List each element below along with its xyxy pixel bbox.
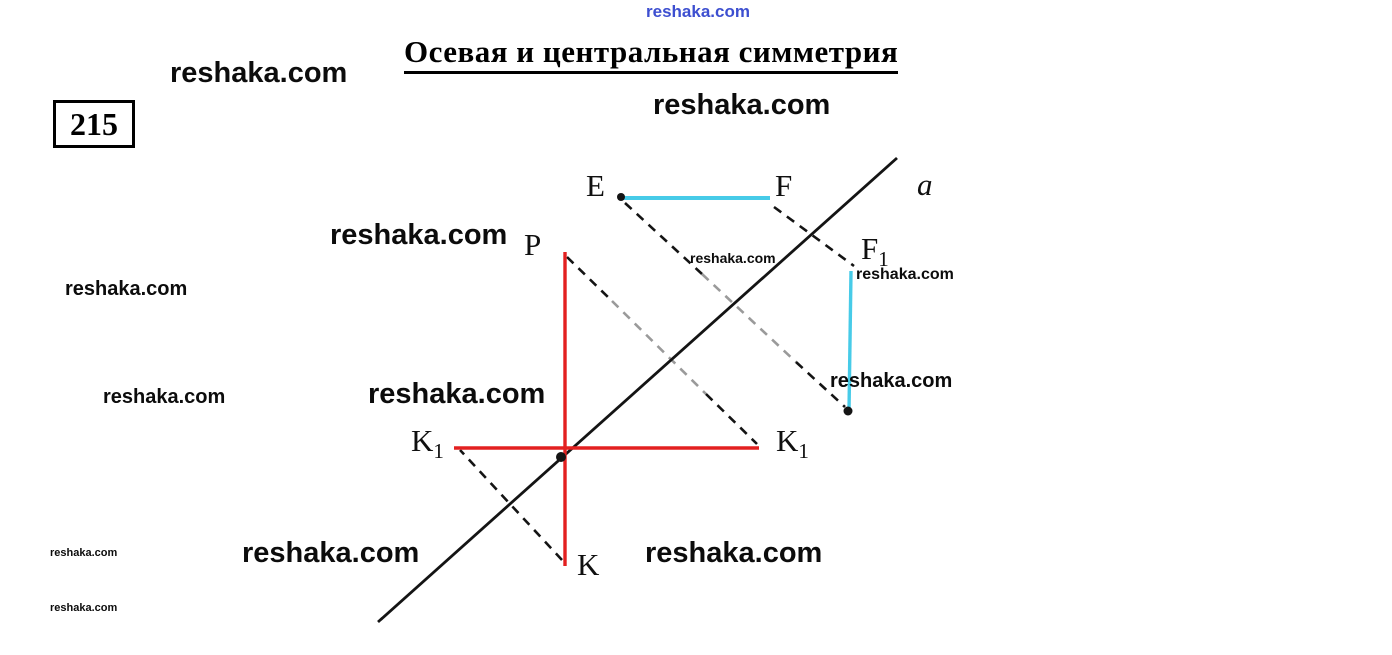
- watermark: reshaka.com: [653, 89, 831, 121]
- watermark: reshaka.com: [170, 57, 348, 89]
- point-label-f1-sub: 1: [878, 247, 889, 272]
- point-label-f1: F1: [861, 231, 889, 270]
- watermark: reshaka.com: [830, 370, 953, 392]
- problem-number: 215: [53, 100, 135, 148]
- watermark: reshaka.com: [50, 547, 118, 559]
- point-label-f1-base: F: [861, 231, 879, 266]
- point-E1-dot: [843, 406, 853, 416]
- point-label-p-base: P: [524, 227, 542, 262]
- axis-label-a: a: [917, 167, 933, 203]
- watermark: reshaka.com: [242, 537, 420, 569]
- point-label-p: P: [524, 227, 541, 263]
- dashed-line-E-to-E1-middle: [701, 273, 797, 363]
- watermark: reshaka.com: [65, 278, 188, 300]
- point-E-dot: [617, 193, 625, 201]
- dashed-line-K-to-K1: [459, 449, 563, 561]
- watermark: reshaka.com: [50, 602, 118, 614]
- segment-F1E1: [847, 270, 853, 412]
- point-label-e: E: [586, 168, 605, 204]
- point-label-k: K: [577, 547, 599, 583]
- point-label-k-base: K: [577, 547, 600, 582]
- point-label-k1-right-base: K: [776, 423, 799, 458]
- point-label-k1-left-sub: 1: [433, 439, 444, 464]
- point-label-k1-right-sub: 1: [798, 439, 809, 464]
- watermark: reshaka.com: [368, 378, 546, 410]
- point-label-k1-right: K1: [776, 423, 809, 462]
- page-title: Осевая и центральная симметрия: [404, 34, 899, 74]
- point-label-k1-left: K1: [411, 423, 444, 462]
- dashed-line-P-to-K1-lower: [705, 393, 758, 445]
- axis-a-line: [377, 156, 898, 624]
- center-point-dot: [556, 452, 566, 462]
- watermark: reshaka.com: [690, 250, 776, 266]
- point-label-e-base: E: [586, 168, 605, 203]
- watermark: reshaka.com: [856, 266, 954, 283]
- dashed-line-F-to-F1: [773, 205, 855, 268]
- axis-label-a-base: a: [917, 167, 933, 202]
- watermark: reshaka.com: [103, 386, 226, 408]
- dashed-line-P-to-K1-upper: [566, 256, 613, 302]
- watermark: reshaka.com: [645, 537, 823, 569]
- dashed-line-P-to-K1-middle: [611, 300, 707, 395]
- watermark: reshaka.com: [646, 2, 750, 21]
- dashed-line-E-to-E1-upper: [624, 202, 703, 275]
- watermark: reshaka.com: [330, 219, 508, 251]
- dashed-line-E-to-E1-lower: [795, 361, 846, 408]
- point-label-f-base: F: [775, 168, 793, 203]
- point-label-f: F: [775, 168, 792, 204]
- point-label-k1-left-base: K: [411, 423, 434, 458]
